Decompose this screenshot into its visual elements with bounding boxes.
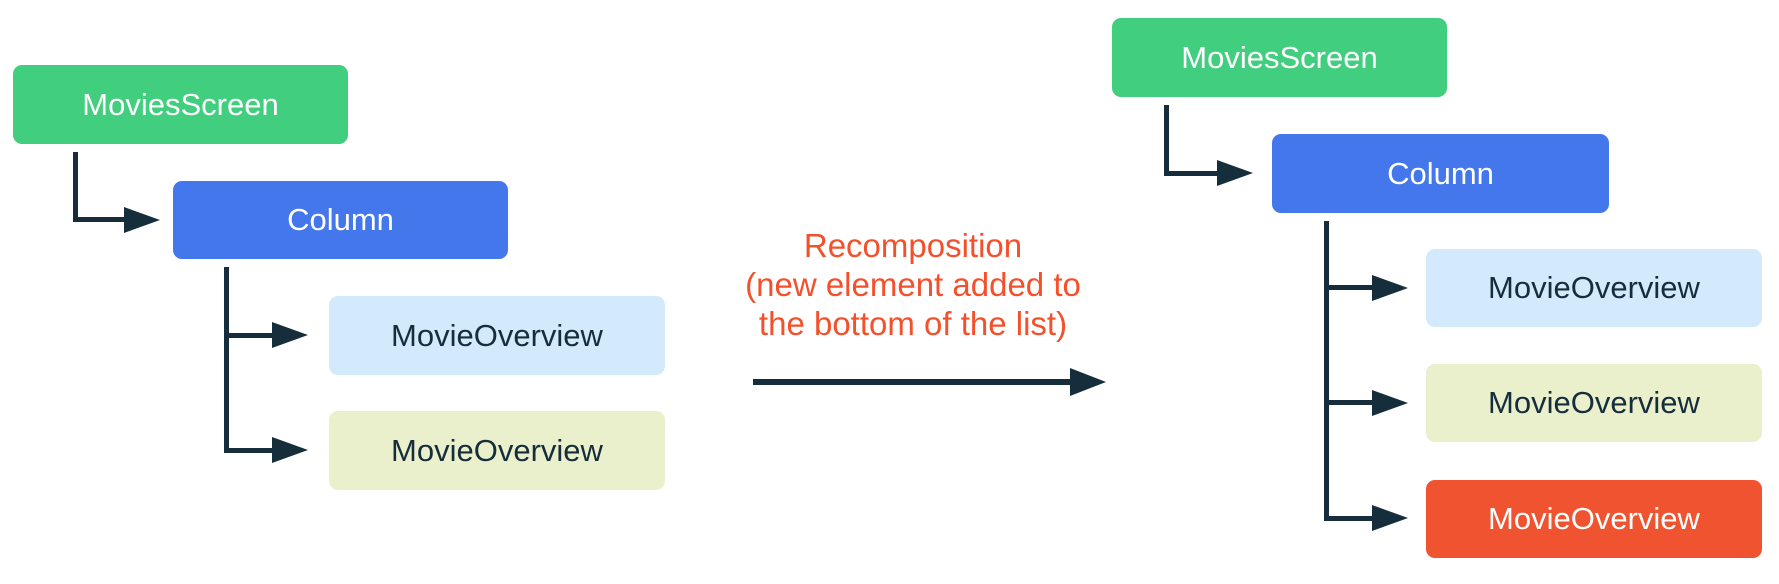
node-label: Column bbox=[1387, 155, 1494, 191]
arrowhead-icon bbox=[272, 437, 308, 463]
node-moviesscreen-after: MoviesScreen bbox=[1112, 18, 1447, 97]
node-label: MovieOverview bbox=[1488, 501, 1700, 536]
node-label: MovieOverview bbox=[1488, 385, 1700, 420]
node-label: MovieOverview bbox=[391, 317, 603, 353]
connector-line bbox=[224, 333, 272, 338]
arrowhead-icon bbox=[124, 207, 160, 233]
node-movieoverview-3-new: MovieOverview bbox=[1426, 480, 1762, 558]
connector-line bbox=[1324, 516, 1372, 521]
node-column-after: Column bbox=[1272, 134, 1609, 213]
caption-line: (new element added to bbox=[745, 266, 1081, 303]
node-movieoverview-2-before: MovieOverview bbox=[329, 411, 665, 490]
node-label: Column bbox=[287, 202, 394, 237]
arrowhead-icon bbox=[1217, 160, 1253, 186]
connector-line bbox=[1324, 221, 1329, 521]
connector-line bbox=[1324, 285, 1372, 290]
arrowhead-icon bbox=[1372, 505, 1408, 531]
arrowhead-icon bbox=[272, 322, 308, 348]
connector-line bbox=[224, 448, 272, 453]
node-column-before: Column bbox=[173, 181, 508, 259]
node-label: MovieOverview bbox=[1488, 270, 1700, 305]
connector-line bbox=[1324, 400, 1372, 405]
connector-line bbox=[73, 152, 78, 222]
node-label: MoviesScreen bbox=[1181, 39, 1378, 75]
node-movieoverview-2-after: MovieOverview bbox=[1426, 364, 1762, 442]
node-label: MoviesScreen bbox=[82, 86, 279, 122]
node-moviesscreen-before: MoviesScreen bbox=[13, 65, 348, 144]
caption-line: the bottom of the list) bbox=[758, 305, 1068, 342]
caption-line: Recomposition bbox=[803, 227, 1023, 264]
connector-line bbox=[73, 217, 124, 222]
recomposition-arrow-line bbox=[753, 379, 1070, 385]
arrowhead-icon bbox=[1372, 390, 1408, 416]
connector-line bbox=[224, 267, 229, 453]
connector-line bbox=[1164, 105, 1169, 176]
connector-line bbox=[1164, 171, 1217, 176]
node-label: MovieOverview bbox=[391, 432, 603, 468]
recomposition-arrowhead-icon bbox=[1070, 368, 1106, 396]
arrowhead-icon bbox=[1372, 275, 1408, 301]
recomposition-caption: Recomposition (new element added to the … bbox=[658, 226, 1168, 343]
node-movieoverview-1-before: MovieOverview bbox=[329, 296, 665, 375]
node-movieoverview-1-after: MovieOverview bbox=[1426, 249, 1762, 327]
